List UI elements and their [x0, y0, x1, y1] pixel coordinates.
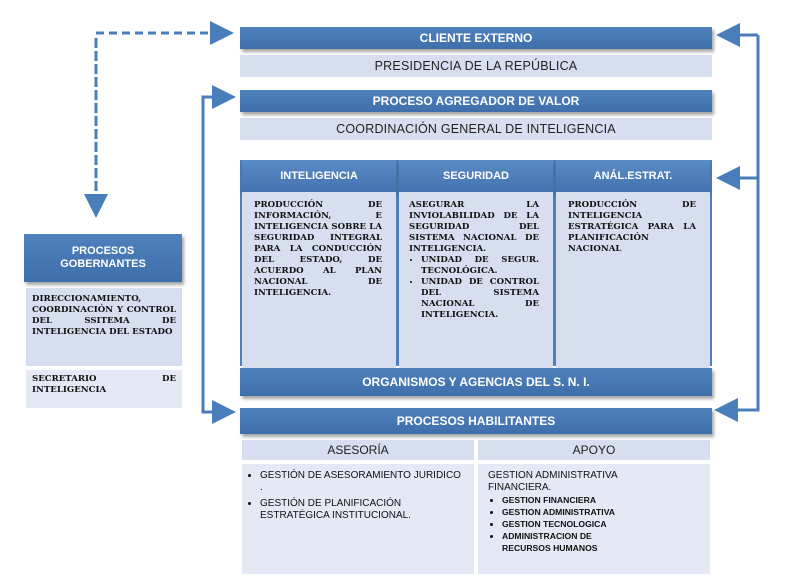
apoyo-body: GESTION ADMINISTRATIVA FINANCIERA. GESTI… — [478, 464, 710, 574]
column-seguridad: SEGURIDAD ASEGURAR LA INVIOLABILIDAD DE … — [399, 160, 553, 376]
inteligencia-body: PRODUCCIÓN DE INFORMACIÓN, E INTELIGENCI… — [242, 192, 396, 376]
apoyo-title-box: APOYO — [478, 440, 710, 460]
seguridad-item: UNIDAD DE SEGUR. TECNOLÓGICA. — [421, 255, 539, 277]
seguridad-text: ASEGURAR LA INVIOLABILIDAD DE LA SEGURID… — [409, 200, 539, 254]
agregador-sub: COORDINACIÓN GENERAL DE INTELIGENCIA — [240, 118, 712, 140]
habilitantes-title: PROCESOS HABILITANTES — [396, 414, 556, 428]
secretario-label: SECRETARIO DE INTELIGENCIA — [32, 374, 176, 395]
apoyo-title: APOYO — [572, 443, 616, 457]
asesoria-title-box: ASESORÍA — [242, 440, 474, 460]
cliente-externo-header: CLIENTE EXTERNO — [240, 27, 712, 49]
agregador-title: PROCESO AGREGADOR DE VALOR — [372, 94, 580, 108]
inteligencia-text: PRODUCCIÓN DE INFORMACIÓN, E INTELIGENCI… — [254, 200, 382, 298]
apoyo-item: GESTION ADMINISTRATIVA — [502, 506, 702, 518]
analisis-header: ANÁL.ESTRAT. — [556, 160, 710, 192]
cliente-externo-title: CLIENTE EXTERNO — [419, 31, 533, 45]
column-inteligencia: INTELIGENCIA PRODUCCIÓN DE INFORMACIÓN, … — [242, 160, 396, 376]
asesoria-item: GESTIÓN DE ASESORAMIENTO JURIDICO . — [260, 470, 466, 494]
apoyo-item: GESTION FINANCIERA — [502, 494, 702, 506]
gobernantes-title: PROCESOS GOBERNANTES — [60, 245, 146, 270]
asesoria-title: ASESORÍA — [327, 443, 389, 457]
apoyo-list: GESTION FINANCIERA GESTION ADMINISTRATIV… — [488, 494, 702, 554]
gobernantes-text1: DIRECCIONAMIENTO, COORDINACIÓN Y CONTROL… — [32, 294, 176, 337]
secretario-box: SECRETARIO DE INTELIGENCIA — [26, 370, 182, 408]
dashed-arrow-gobernantes-cliente — [94, 21, 234, 215]
gobernantes-text-box: DIRECCIONAMIENTO, COORDINACIÓN Y CONTROL… — [26, 288, 182, 366]
asesoria-item: GESTIÓN DE PLANIFICACIÓN ESTRATÉGICA INS… — [260, 498, 466, 522]
cliente-externo-sub: PRESIDENCIA DE LA REPÚBLICA — [240, 55, 712, 77]
seguridad-body: ASEGURAR LA INVIOLABILIDAD DE LA SEGURID… — [399, 192, 553, 376]
seguridad-header: SEGURIDAD — [399, 160, 553, 192]
seguridad-item: UNIDAD DE CONTROL DEL SISTEMA NACIONAL D… — [421, 277, 539, 321]
agregador-header: PROCESO AGREGADOR DE VALOR — [240, 90, 712, 112]
gobernantes-header: PROCESOS GOBERNANTES — [24, 234, 182, 282]
inteligencia-header: INTELIGENCIA — [242, 160, 396, 192]
analisis-text: PRODUCCIÓN DE INTELIGENCIA ESTRATÉGICA P… — [568, 200, 696, 254]
organismos-title: ORGANISMOS Y AGENCIAS DEL S. N. I. — [362, 375, 590, 389]
right-loop-line — [714, 35, 760, 422]
seguridad-list: UNIDAD DE SEGUR. TECNOLÓGICA. UNIDAD DE … — [409, 255, 539, 321]
apoyo-item: GESTION TECNOLOGICA — [502, 518, 702, 530]
apoyo-intro: GESTION ADMINISTRATIVA FINANCIERA. — [488, 470, 618, 493]
organismos-bar: ORGANISMOS Y AGENCIAS DEL S. N. I. — [240, 368, 712, 396]
presidencia-label: PRESIDENCIA DE LA REPÚBLICA — [374, 59, 578, 73]
analisis-body: PRODUCCIÓN DE INTELIGENCIA ESTRATÉGICA P… — [556, 192, 710, 376]
asesoria-body: GESTIÓN DE ASESORAMIENTO JURIDICO . GEST… — [242, 464, 474, 574]
left-loop-line — [201, 95, 236, 424]
habilitantes-header: PROCESOS HABILITANTES — [240, 408, 712, 434]
apoyo-item: ADMINISTRACION DE RECURSOS HUMANOS — [502, 530, 702, 554]
asesoria-list: GESTIÓN DE ASESORAMIENTO JURIDICO . GEST… — [246, 470, 466, 522]
coordinacion-label: COORDINACIÓN GENERAL DE INTELIGENCIA — [336, 122, 616, 136]
column-analisis: ANÁL.ESTRAT. PRODUCCIÓN DE INTELIGENCIA … — [556, 160, 710, 376]
